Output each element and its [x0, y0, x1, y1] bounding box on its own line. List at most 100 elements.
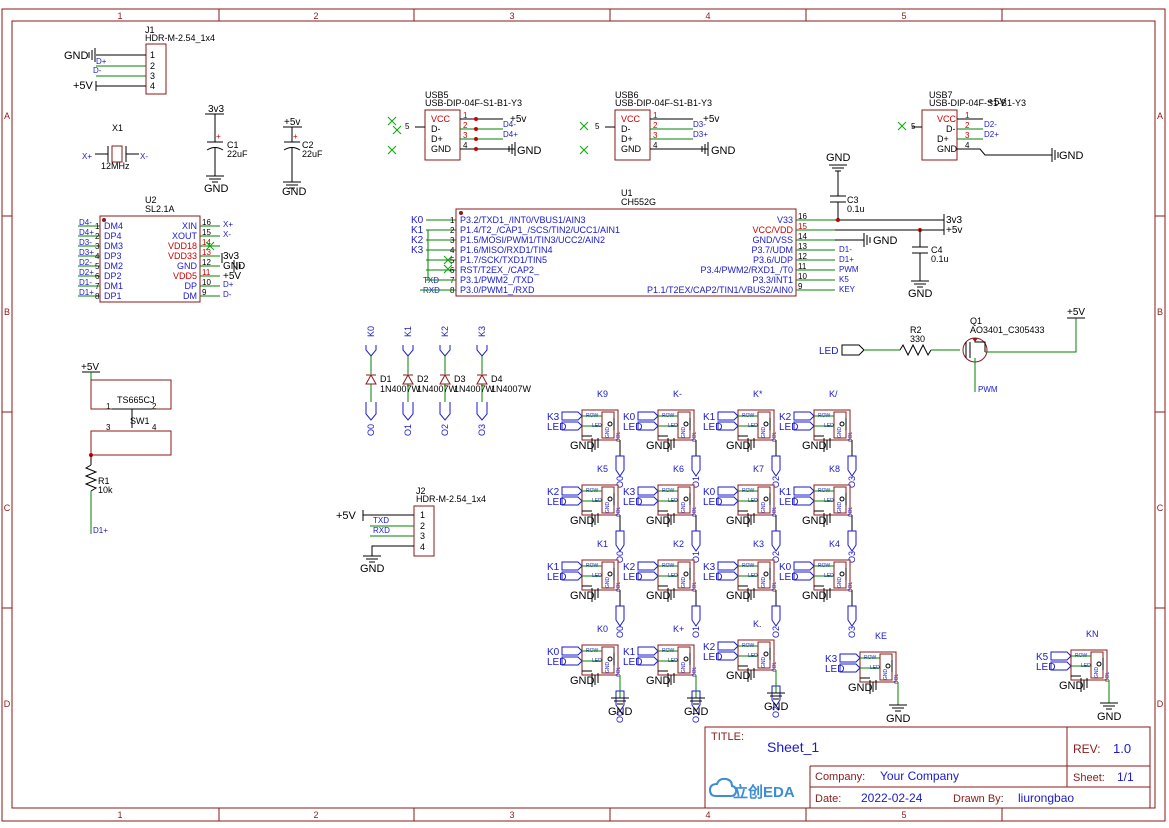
frame-col-2-bottom: 2 [313, 810, 318, 820]
u2-net-11: +5V [223, 271, 241, 282]
usb6-pin5: 5 [595, 122, 600, 131]
key-gnd-net: GND [726, 590, 751, 602]
diode-net-top: K0 [366, 326, 376, 337]
u2-pin-num-1: 1 [95, 222, 100, 231]
usb6-value: USB-DIP-04F-S1-B1-Y3 [615, 98, 712, 108]
u2-pin-num-11: 11 [202, 268, 211, 277]
key-gnd-net: GND [802, 515, 827, 527]
key-col-net: O2 [771, 551, 781, 563]
u1-pin-name-8: P3.0/PWM1_/RXD [460, 285, 535, 295]
frame-row-c-left: C [4, 503, 11, 513]
key-gnd-net: GND [570, 675, 595, 687]
key-ref: KN [1086, 629, 1099, 639]
j2-value: HDR-M-2.54_1x4 [416, 494, 486, 504]
u1-pin-name-16: V33 [777, 215, 793, 225]
u2-pin-num-7: 7 [95, 282, 100, 291]
key-led-net: LED [703, 422, 722, 433]
u2-pin-name-4: DP3 [104, 251, 122, 261]
u1-pin-name-12: P3.6/UDP [753, 255, 793, 265]
r2-q1-led-driver: LED R2 330 Q1 AO3401_C305433 +5V PWM [819, 307, 1085, 394]
x1-value: 12MHz [101, 161, 130, 171]
key-pin-col: COL [616, 582, 622, 593]
key-pin-gnd: GND [761, 427, 767, 439]
key-row-net: K3 [547, 412, 560, 423]
key-pin-gnd: GND [837, 427, 843, 439]
u1-pin-num-10: 10 [798, 272, 807, 281]
key-col-net: O3 [847, 626, 857, 638]
u1-net-1: K0 [411, 215, 424, 226]
rev-value: 1.0 [1113, 741, 1131, 756]
key-pin-col: COL [894, 674, 900, 685]
logo-text: 立创EDA [733, 783, 795, 801]
sheet-title: Sheet_1 [767, 739, 819, 755]
key-row-net: K1 [623, 647, 636, 658]
diode-value: 1N4007W [454, 384, 495, 394]
c2-value: 22uF [302, 149, 323, 159]
usb6-pin-gnd: GND [621, 144, 642, 154]
key-pin-gnd: GND [1094, 667, 1100, 679]
key-ref: K1 [597, 539, 608, 549]
key-bottom-gnd-net: GND [684, 706, 709, 718]
key-col-net: O3 [847, 476, 857, 488]
key-pin-col: COL [692, 507, 698, 518]
frame-col-2-top: 2 [313, 11, 318, 21]
frame-col-5-top: 5 [901, 11, 906, 21]
r1-ref: R1 [98, 476, 110, 486]
key-pin-col: COL [772, 432, 778, 443]
q1-value: AO3401_C305433 [970, 325, 1045, 335]
key-row-net: K2 [703, 642, 716, 653]
ground-symbol [611, 697, 629, 705]
u1-net-15: +5v [946, 225, 962, 236]
key-pin-col: COL [772, 662, 778, 673]
key-pin-gnd: GND [883, 669, 889, 681]
c3-net-gnd: GND [826, 152, 851, 164]
u2-net-13: 3v3 [223, 251, 240, 262]
u2-pin-name-2: DP4 [104, 231, 122, 241]
j1-pin-2: 2 [150, 61, 155, 71]
u1-net-12: D1+ [839, 255, 854, 264]
key-pin-col: COL [848, 507, 854, 518]
j1-net-5v: +5V [73, 80, 94, 92]
usb7-num-1: 1 [965, 111, 970, 120]
u2-net-2: D4+ [79, 228, 94, 237]
u1-pin-num-11: 11 [798, 262, 807, 271]
c3-value: 0.1u [847, 204, 865, 214]
u1-net-11: PWM [839, 265, 859, 274]
key-gnd-net: GND [570, 590, 595, 602]
j2-net-5v: +5V [336, 510, 357, 522]
key-pin-col: COL [772, 507, 778, 518]
u2-pin-name-13: VDD33 [168, 251, 197, 261]
key-bottom-gnd-net: GND [608, 706, 633, 718]
u2-pin-num-3: 3 [95, 242, 100, 251]
key-led-net: LED [703, 497, 722, 508]
u1-pin-name-11: P3.4/PWM2/RXD1_/T0 [700, 265, 793, 275]
key-row-net: K2 [623, 562, 636, 573]
j2-ref: J2 [416, 486, 426, 496]
u1-pin-name-9: P1.1/T2EX/CAP2/TIN1/VBUS2/AIN0 [647, 285, 793, 295]
company-value: Your Company [880, 769, 959, 783]
u2-net-16: X+ [223, 220, 233, 229]
key-ref: K* [753, 389, 763, 399]
usb5-value: USB-DIP-04F-S1-B1-Y3 [425, 98, 522, 108]
key-led-net: LED [623, 497, 642, 508]
j1-net-dplus: D+ [96, 57, 107, 66]
key-pin-gnd: GND [681, 662, 687, 674]
key-pin-col: COL [616, 667, 622, 678]
sw1-pin-1: 1 [106, 402, 111, 411]
key-ref: K4 [829, 539, 840, 549]
key-row-net: K1 [703, 412, 716, 423]
u2-pin-name-12: GND [177, 261, 198, 271]
frame-row-b-left: B [4, 307, 10, 317]
j2-pin-1: 1 [420, 510, 425, 520]
u1-pin-num-1: 1 [450, 216, 455, 225]
usb5-net-dplus: D4+ [503, 130, 518, 139]
key-pin-col: COL [772, 582, 778, 593]
usb5-pin-vcc: VCC [431, 114, 451, 124]
usb6-net-5v: +5v [703, 114, 719, 125]
